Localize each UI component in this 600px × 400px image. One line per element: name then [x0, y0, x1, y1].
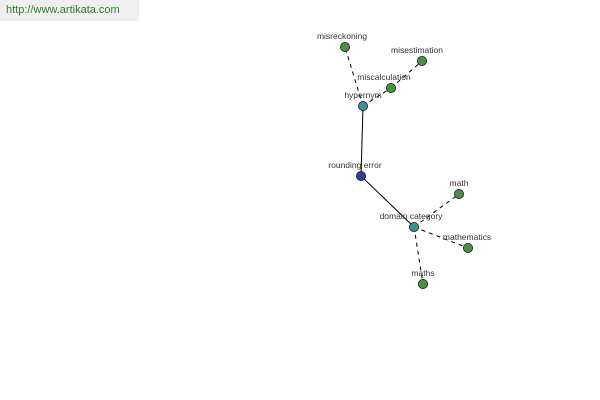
- node-label-mathematics[interactable]: mathematics: [443, 232, 491, 242]
- edge-domain-category-math: [413, 193, 460, 228]
- node-misestimation[interactable]: [416, 56, 427, 67]
- node-label-maths[interactable]: maths: [411, 268, 434, 278]
- edge-rounding-error-domain-category: [360, 175, 415, 228]
- graph-edges: [344, 46, 469, 285]
- node-rounding-error[interactable]: [355, 170, 366, 181]
- edge-hypernym-miscalculation: [362, 87, 392, 107]
- node-label-hypernym[interactable]: hypernym: [344, 90, 381, 100]
- node-label-miscalculation[interactable]: miscalculation: [357, 72, 411, 82]
- edge-hypernym-misreckoning: [344, 46, 364, 107]
- node-label-rounding-error[interactable]: rounding error: [328, 160, 382, 170]
- edge-domain-category-mathematics: [413, 226, 469, 249]
- node-label-domain-category[interactable]: domain category: [380, 211, 444, 221]
- node-label-math[interactable]: math: [450, 178, 469, 188]
- node-domain-category[interactable]: [408, 221, 419, 232]
- node-misreckoning[interactable]: [339, 42, 350, 53]
- edge-miscalculation-misestimation: [390, 60, 423, 89]
- graph-nodes: [339, 42, 473, 289]
- node-mathematics[interactable]: [462, 242, 473, 253]
- graph-labels: rounding error hypernym domain category mis…: [317, 31, 491, 278]
- node-label-misestimation[interactable]: misestimation: [391, 45, 443, 55]
- node-label-misreckoning[interactable]: misreckoning: [317, 31, 367, 41]
- node-math[interactable]: [453, 188, 464, 199]
- node-miscalculation[interactable]: [385, 83, 396, 94]
- node-hypernym[interactable]: [357, 101, 368, 112]
- url-bar: http://www.artikata.com: [0, 0, 139, 21]
- edge-domain-category-maths: [413, 226, 424, 285]
- edge-rounding-error-hypernym: [360, 105, 364, 177]
- site-url-link[interactable]: http://www.artikata.com: [6, 4, 120, 16]
- node-maths[interactable]: [417, 278, 428, 289]
